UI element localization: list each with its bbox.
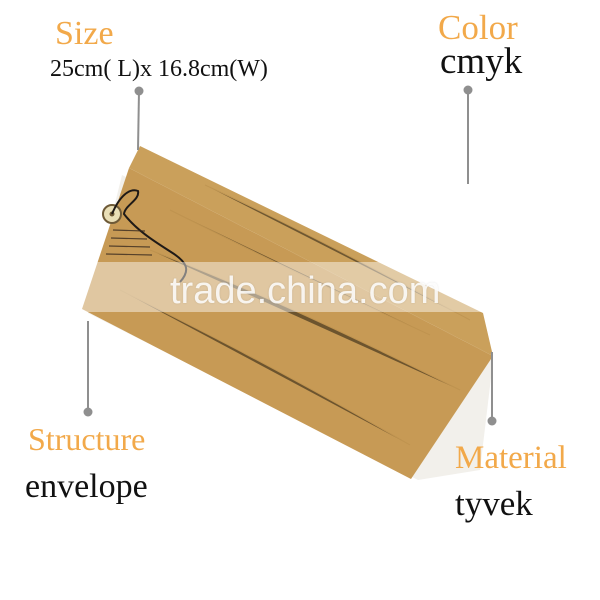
structure-title: Structure	[28, 421, 146, 457]
string-tie	[111, 189, 188, 283]
paper-texture	[119, 184, 471, 446]
structure-value: envelope	[25, 468, 148, 505]
pointer-material	[487, 352, 497, 426]
material-value: tyvek	[455, 484, 533, 523]
watermark: trade.china.com	[170, 270, 441, 312]
material-title: Material	[455, 440, 567, 476]
pointer-size	[134, 86, 144, 151]
color-title: Color	[438, 8, 518, 47]
envelope-body	[82, 168, 493, 479]
size-value: 25cm( L)x 16.8cm(W)	[50, 56, 268, 82]
stitch-marks	[105, 229, 153, 256]
color-value: cmyk	[440, 41, 523, 82]
envelope-flap	[129, 146, 493, 356]
pointer-color	[463, 85, 473, 184]
pointer-structure	[83, 321, 93, 417]
size-title: Size	[55, 15, 114, 52]
watermark-band	[0, 262, 600, 312]
